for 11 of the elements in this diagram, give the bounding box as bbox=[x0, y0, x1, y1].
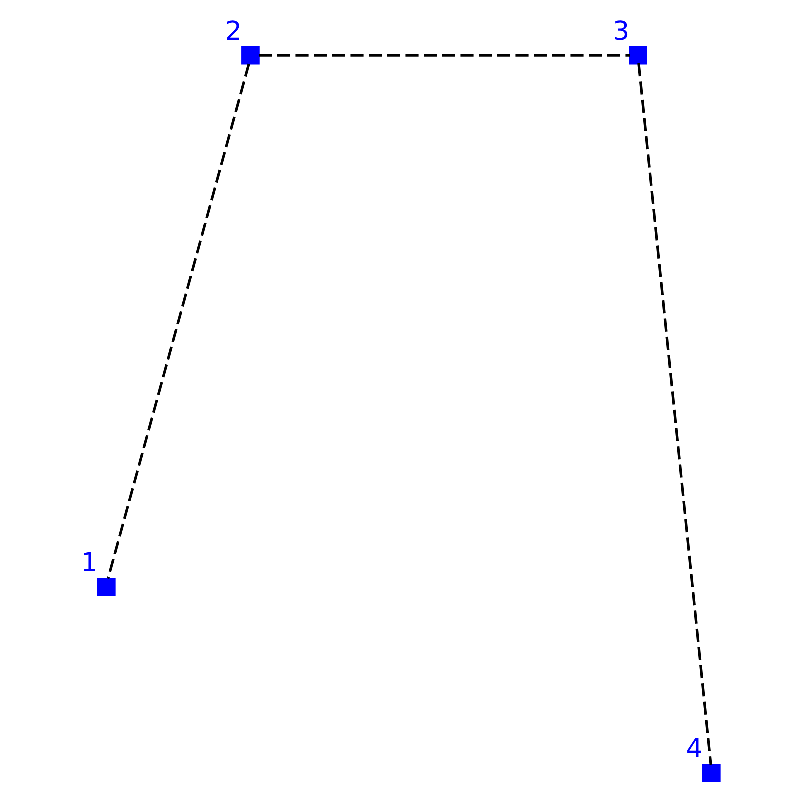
node-box bbox=[702, 764, 721, 782]
connector bbox=[107, 64, 250, 580]
node-label: 1 bbox=[81, 548, 98, 579]
node-label: 4 bbox=[686, 734, 703, 764]
connector bbox=[259, 54, 630, 57]
node-box bbox=[629, 46, 648, 65]
node-label: 2 bbox=[225, 16, 242, 47]
connector bbox=[638, 63, 712, 766]
node-box bbox=[242, 46, 260, 65]
node-label: 3 bbox=[612, 16, 630, 47]
node-box bbox=[98, 578, 116, 596]
